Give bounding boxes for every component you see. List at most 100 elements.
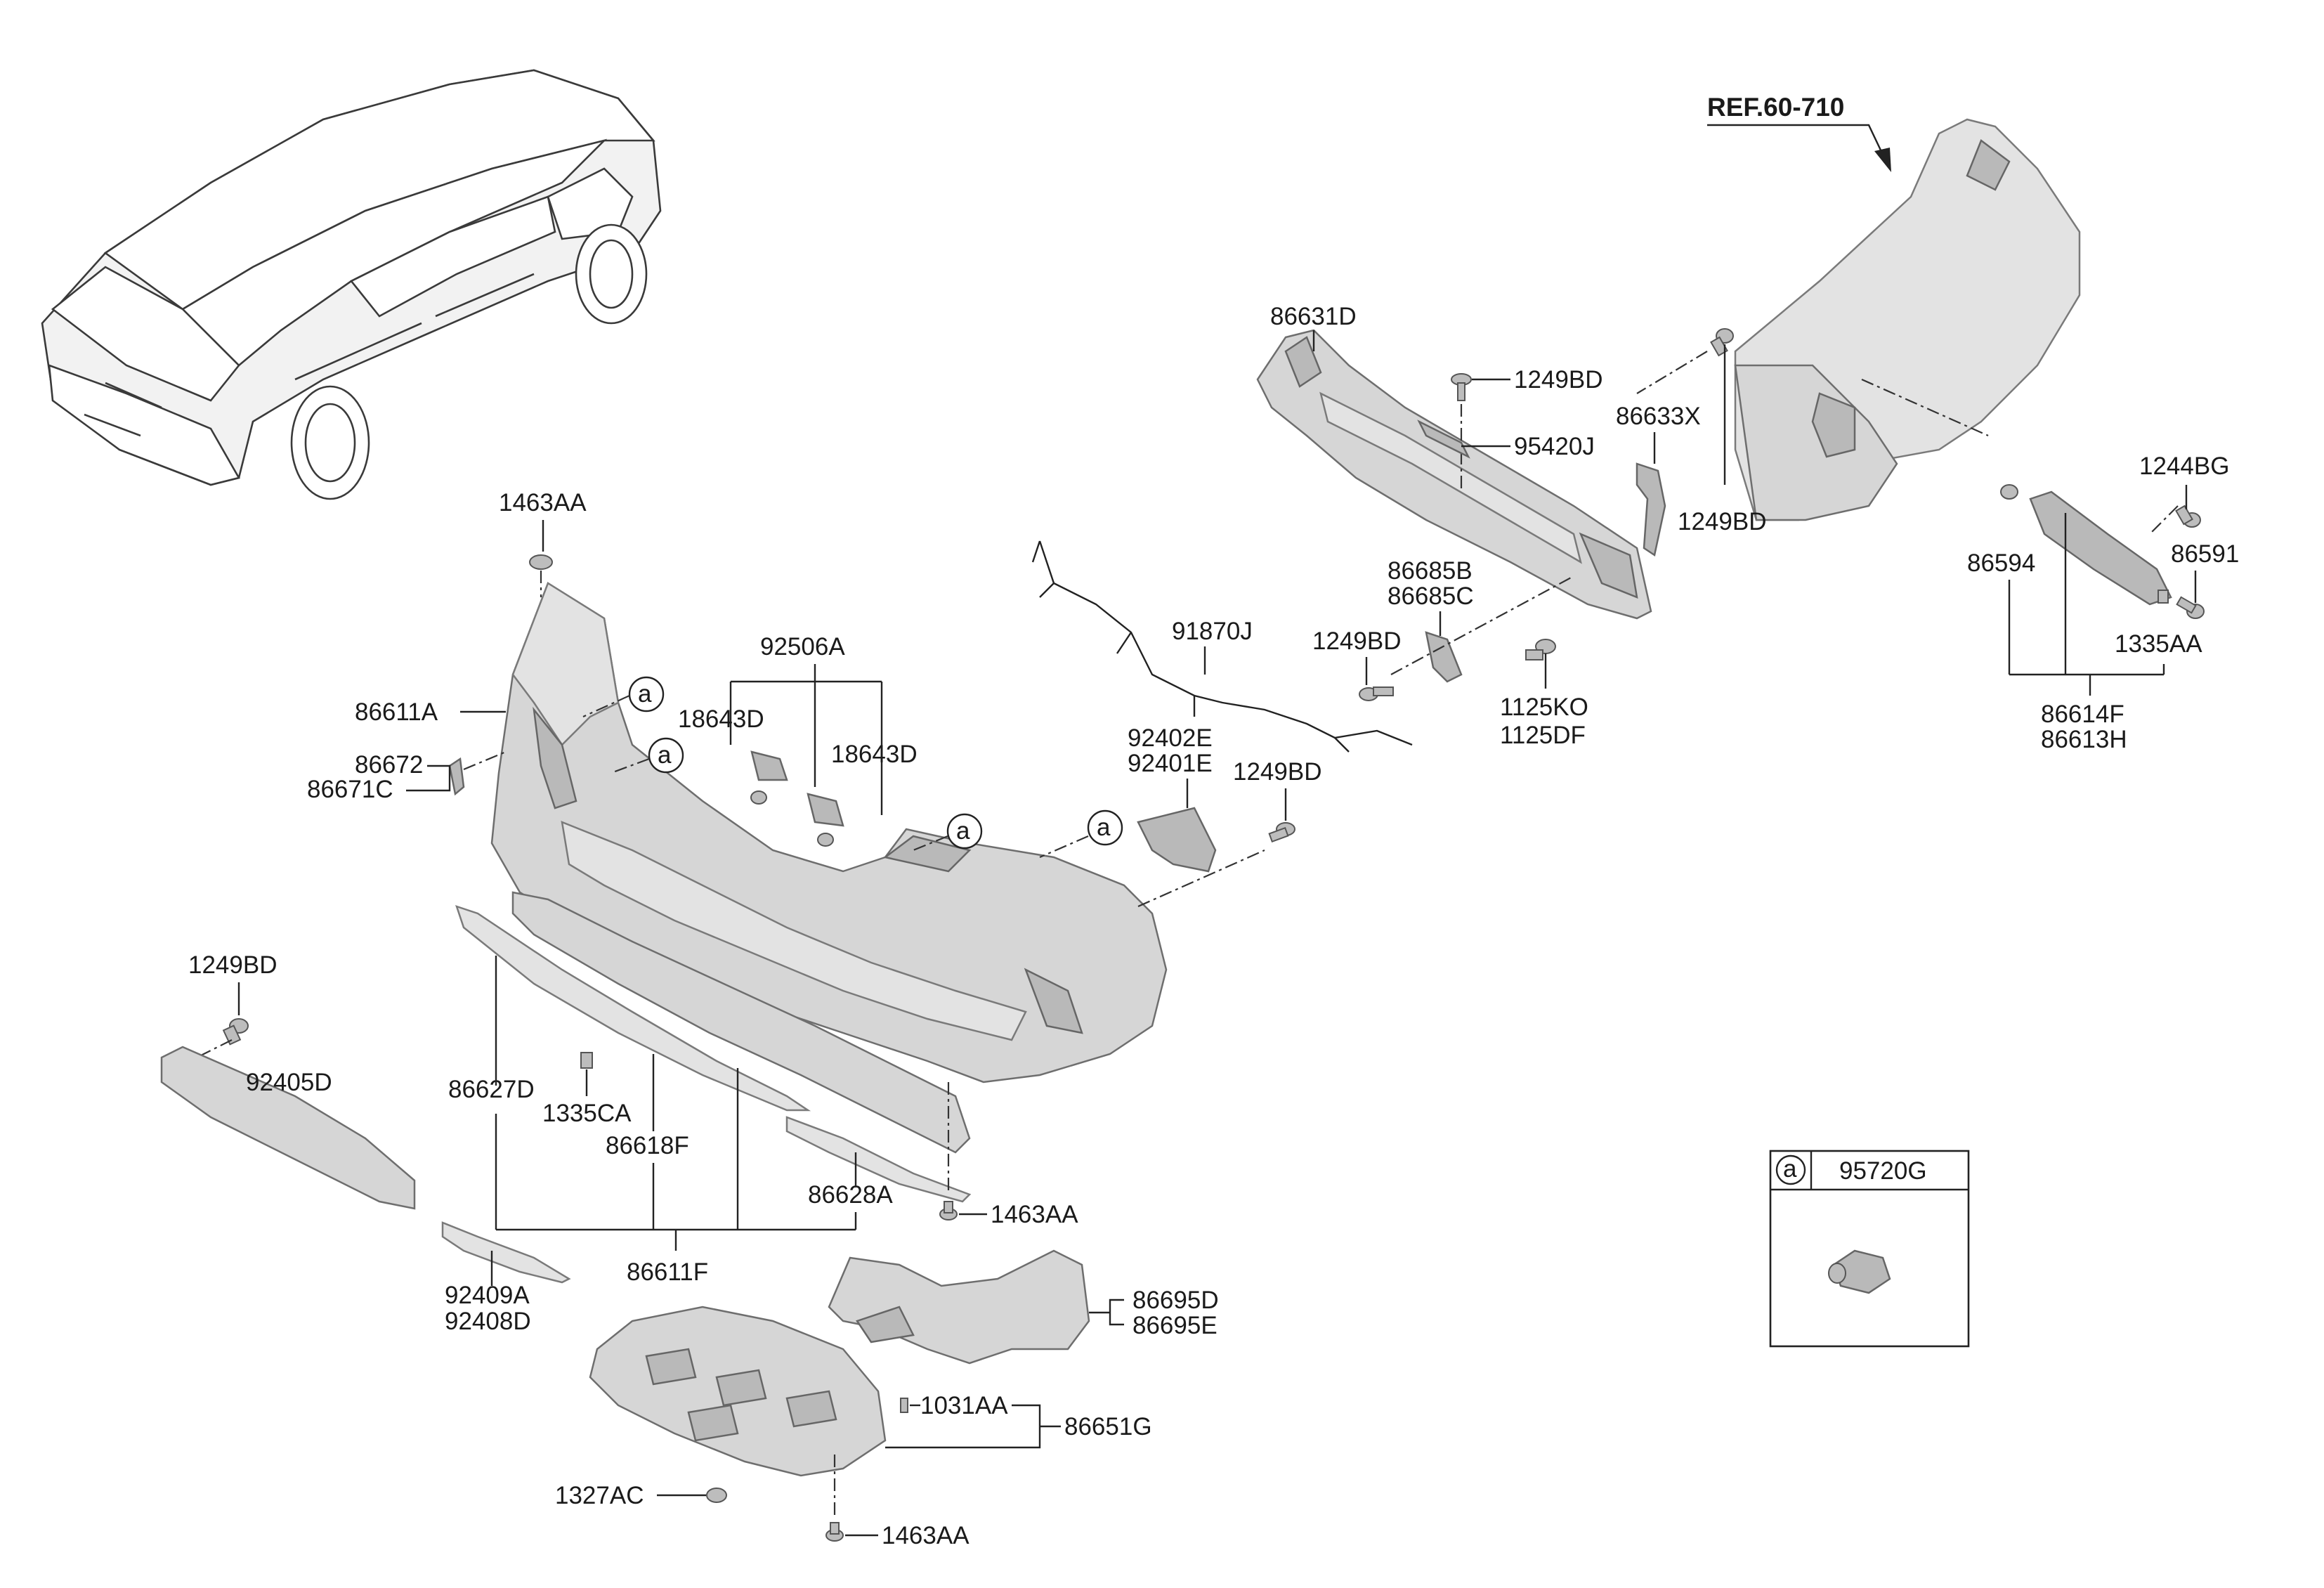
part-label-1335CA: 1335CA	[542, 1100, 632, 1127]
upper-bumper-bracket-86631D	[1256, 329, 1652, 620]
clip-icon	[529, 554, 553, 570]
part-label-1031AA: 1031AA	[920, 1392, 1008, 1419]
part-label-86685B: 86685B	[1388, 557, 1473, 585]
bracket-95420J	[1417, 419, 1470, 459]
clip-icon	[939, 1201, 958, 1221]
part-label-1244BG: 1244BG	[2139, 453, 2229, 480]
part-label-86695D: 86695D	[1132, 1287, 1219, 1314]
leader-92506A	[729, 664, 883, 815]
leader-86611F	[495, 956, 857, 1251]
bracket-86633X	[1636, 462, 1666, 557]
bolt-icon	[2175, 505, 2201, 528]
part-label-86695E: 86695E	[1132, 1312, 1218, 1339]
part-label-18643D-right: 18643D	[831, 741, 918, 768]
callout-marker-a: a	[1087, 809, 1123, 846]
part-label-86672: 86672	[355, 751, 423, 779]
bracket-86685B	[1425, 631, 1463, 683]
callout-a-centerline	[913, 835, 948, 852]
part-label-1249BD-mid: 1249BD	[1312, 627, 1401, 655]
part-label-92401E: 92401E	[1128, 750, 1213, 777]
part-label-86651G: 86651G	[1064, 1413, 1152, 1440]
part-label-86685C: 86685C	[1388, 583, 1474, 610]
part-label-91870J: 91870J	[1172, 618, 1253, 645]
part-label-86628A: 86628A	[808, 1181, 893, 1209]
inset-marker: a	[1783, 1155, 1797, 1183]
inset-box-95720G: a 95720G	[1769, 1150, 1970, 1348]
bolt-icon	[1359, 686, 1394, 701]
rear-fender-reference	[1734, 118, 2081, 521]
part-label-95420J: 95420J	[1514, 433, 1595, 460]
inset-part-label: 95720G	[1839, 1157, 1927, 1185]
part-label-1463AA-bottom: 1463AA	[882, 1522, 970, 1549]
wiring-branches	[1031, 540, 1350, 753]
callout-marker-a: a	[946, 813, 983, 850]
part-label-92506A: 92506A	[760, 633, 845, 660]
part-label-1249BD-lamp: 1249BD	[1233, 758, 1321, 786]
bolt-icon	[2176, 596, 2205, 619]
callout-a-centerline	[582, 694, 630, 718]
lower-strip-86627D	[455, 905, 811, 1112]
part-label-92405D: 92405D	[246, 1069, 332, 1096]
part-label-1249BD-right: 1249BD	[1678, 508, 1766, 535]
clip-icon	[580, 1052, 593, 1069]
screw-icon	[1451, 373, 1472, 401]
part-label-86611F: 86611F	[627, 1258, 708, 1286]
callout-a-centerline	[1039, 835, 1089, 859]
part-label-86671C: 86671C	[307, 776, 393, 803]
part-label-92402E: 92402E	[1128, 724, 1213, 752]
parking-sensor-icon	[1832, 1249, 1891, 1294]
part-label-86627D: 86627D	[448, 1076, 535, 1103]
bracket-centerline	[1390, 575, 1574, 675]
part-label-92409A: 92409A	[445, 1282, 530, 1309]
reference-label: REF.60-710	[1707, 93, 1844, 122]
part-label-86614F: 86614F	[2041, 701, 2124, 728]
sensor-bracket-left	[750, 750, 788, 781]
leader-86695D	[1089, 1299, 1124, 1326]
clip-icon	[2157, 590, 2169, 604]
reflector-strip-92409A	[441, 1221, 571, 1284]
screw-icon	[900, 1398, 908, 1413]
clip-icon	[825, 1522, 844, 1542]
callout-marker-a: a	[648, 737, 684, 774]
reference-leader	[1707, 124, 1884, 155]
sensor-bracket-right	[807, 793, 844, 827]
sensor-icon	[750, 790, 767, 805]
part-label-92408D: 92408D	[445, 1308, 531, 1335]
side-bracket-86614F	[2029, 490, 2172, 606]
part-label-86633X: 86633X	[1616, 403, 1701, 430]
part-label-86631D: 86631D	[1270, 303, 1357, 330]
part-label-86618F: 86618F	[606, 1132, 689, 1159]
bolt-icon	[1525, 639, 1556, 660]
vehicle-overview-illustration	[41, 69, 662, 500]
bolt-icon	[1268, 822, 1295, 843]
bracket-86672	[448, 757, 465, 796]
part-label-86613H: 86613H	[2041, 726, 2127, 753]
reflector-bracket-92402E	[1137, 807, 1217, 873]
part-label-1249BD-left: 1249BD	[188, 951, 277, 979]
nut-icon	[706, 1488, 727, 1503]
part-label-86594: 86594	[1967, 549, 2035, 577]
undercover-mount	[856, 1306, 915, 1343]
part-label-86611A: 86611A	[355, 698, 438, 726]
undercover-ribs	[645, 1348, 837, 1442]
side-undercover-86695D	[828, 1249, 1090, 1365]
garnish-moulding-92405D	[160, 1046, 416, 1210]
leader-86672	[406, 764, 451, 792]
part-label-1335AA: 1335AA	[2115, 630, 2202, 658]
part-label-1249BD-top: 1249BD	[1514, 366, 1602, 393]
clip-icon	[2000, 484, 2018, 500]
callout-a-centerline	[611, 757, 650, 774]
sensor-icon	[817, 833, 834, 847]
callout-marker-a: a	[628, 676, 665, 712]
svg-text:a: a	[658, 741, 672, 769]
bolt-left-centerline	[189, 1039, 233, 1062]
lower-strip-86628A	[785, 1116, 972, 1203]
leader-86614F	[2008, 513, 2165, 696]
part-label-1463AA-top: 1463AA	[499, 489, 587, 516]
bolt-right-centerline	[1636, 351, 1708, 394]
bracket-86672-centerline	[463, 750, 507, 771]
wiring-harness-91870J	[1038, 540, 1413, 746]
bolt-icon	[222, 1018, 249, 1046]
bolt-1244BG-centerline	[2149, 505, 2179, 535]
